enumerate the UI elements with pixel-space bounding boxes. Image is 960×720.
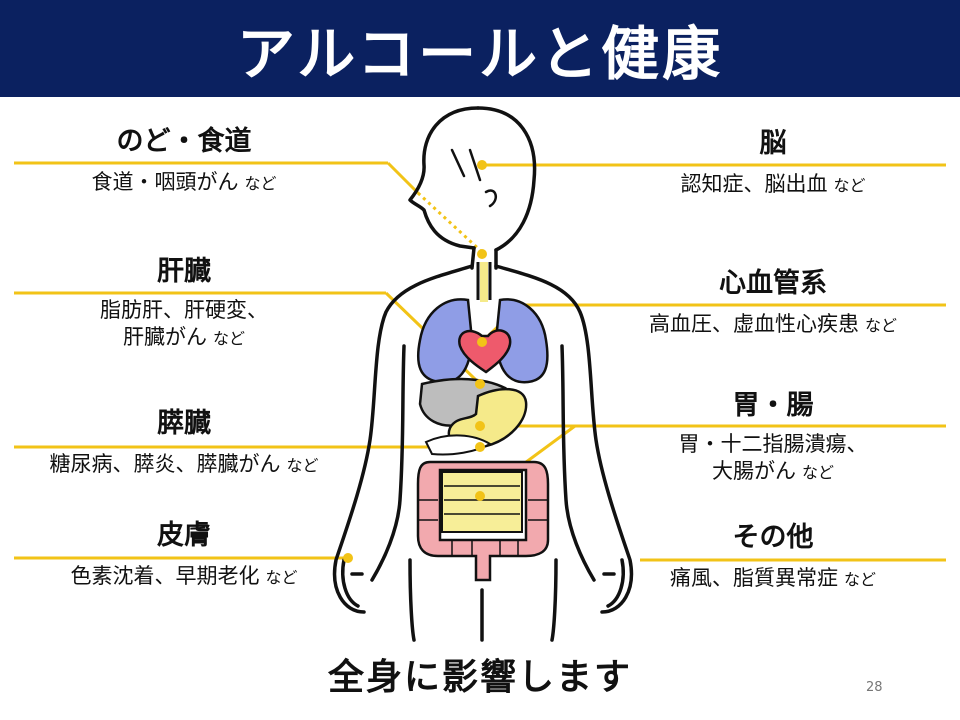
label-gut: 胃・腸 胃・十二指腸潰瘍、 大腸がんなど bbox=[600, 392, 946, 486]
left-lung bbox=[416, 298, 474, 384]
throat-nado: など bbox=[244, 174, 277, 193]
pancreas bbox=[424, 434, 492, 456]
skin-desc: 色素沈着、早期老化 bbox=[70, 564, 260, 588]
title-banner: アルコールと健康 bbox=[0, 0, 960, 97]
liver-desc-line2: 肝臓がん bbox=[122, 325, 207, 350]
head-outline bbox=[408, 106, 480, 250]
body-outline bbox=[332, 106, 634, 642]
skin-nado: など bbox=[265, 568, 298, 587]
label-other: その他 痛風、脂質異常症など bbox=[600, 524, 946, 592]
pancreas-title: 膵臓 bbox=[157, 408, 211, 439]
label-skin: 皮膚 色素沈着、早期老化など bbox=[14, 522, 354, 590]
page-title: アルコールと健康 bbox=[236, 19, 724, 88]
organs bbox=[416, 262, 550, 582]
large-intestine bbox=[416, 460, 550, 582]
gut-desc-line2: 大腸がん bbox=[711, 459, 796, 484]
throat-desc: 食道・咽頭がん bbox=[91, 170, 239, 194]
other-nado: など bbox=[843, 570, 876, 589]
leader-dots bbox=[343, 160, 487, 563]
brain-nado: など bbox=[833, 176, 866, 195]
label-pancreas: 膵臓 糖尿病、膵炎、膵臓がんなど bbox=[14, 410, 354, 478]
right-lung bbox=[494, 298, 549, 384]
label-brain: 脳 認知症、脳出血など bbox=[600, 130, 946, 198]
page-number: 28 bbox=[866, 680, 883, 695]
gut-nado: など bbox=[801, 463, 834, 483]
cardio-title: 心血管系 bbox=[719, 268, 827, 299]
skin-title: 皮膚 bbox=[157, 520, 211, 551]
small-intestine bbox=[441, 471, 523, 533]
other-desc: 痛風、脂質異常症 bbox=[669, 566, 838, 590]
gut-desc-line1: 胃・十二指腸潰瘍、 bbox=[678, 432, 868, 456]
liver-desc-line1: 脂肪肝、肝硬変、 bbox=[100, 298, 268, 322]
label-liver: 肝臓 脂肪肝、肝硬変、 肝臓がんなど bbox=[14, 258, 354, 352]
cardio-desc: 高血圧、虚血性心疾患 bbox=[648, 312, 859, 336]
cardio-nado: など bbox=[864, 316, 897, 335]
pancreas-nado: など bbox=[286, 456, 319, 475]
liver-nado: など bbox=[212, 329, 245, 349]
heart bbox=[458, 329, 512, 374]
footer-caption: 全身に影響します bbox=[327, 657, 632, 698]
pancreas-desc: 糖尿病、膵炎、膵臓がん bbox=[49, 452, 281, 476]
brain-desc: 認知症、脳出血 bbox=[680, 172, 828, 196]
label-cardio: 心血管系 高血圧、虚血性心疾患など bbox=[600, 270, 946, 338]
brain-title: 脳 bbox=[759, 128, 787, 159]
throat-title: のど・食道 bbox=[116, 126, 252, 157]
gut-title: 胃・腸 bbox=[732, 390, 814, 421]
label-throat: のど・食道 食道・咽頭がんなど bbox=[14, 128, 354, 196]
other-title: その他 bbox=[732, 522, 814, 553]
liver-title: 肝臓 bbox=[157, 256, 211, 287]
